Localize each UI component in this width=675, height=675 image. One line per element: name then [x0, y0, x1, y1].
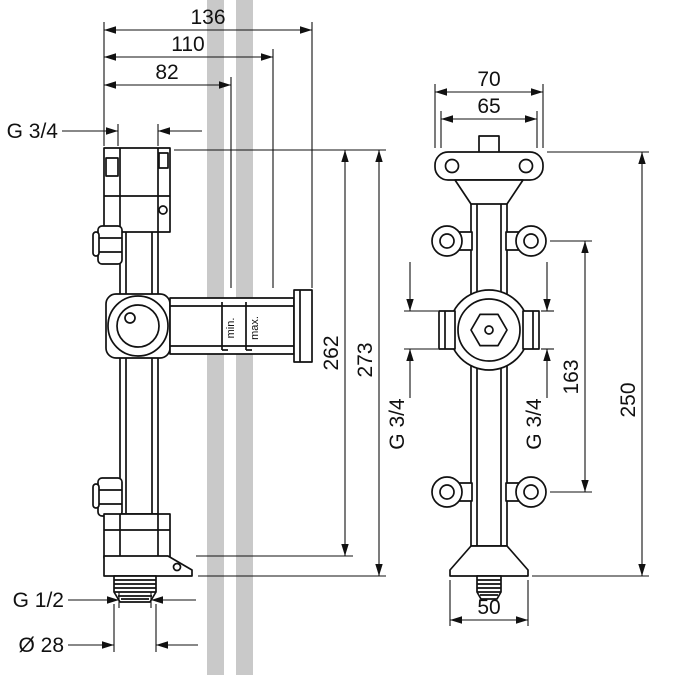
side-bottom-bracket	[103, 513, 193, 577]
dim-hole-spacing-label: 163	[560, 359, 583, 394]
dim-height-body: 262	[174, 149, 386, 557]
side-clip-lower	[92, 477, 123, 517]
ear-hole	[439, 233, 455, 249]
side-cartridge	[169, 297, 295, 355]
dim-width-bracket-inner: 65	[440, 95, 538, 148]
clip-lip	[92, 231, 100, 257]
dim-width-overall: 136	[103, 6, 313, 288]
dim-height-overall-label: 273	[354, 342, 377, 377]
valve-center-hole	[484, 325, 494, 335]
dim-thread-port-left: G 3/4	[386, 262, 438, 450]
valve-detail-hole	[124, 312, 136, 324]
bracket-neck	[454, 179, 524, 205]
ear-hole	[523, 233, 539, 249]
screw-hole	[444, 158, 460, 174]
clip-body	[97, 225, 123, 265]
ear-hole	[523, 484, 539, 500]
ear-hole	[439, 484, 455, 500]
screw-hole	[158, 205, 168, 215]
front-port-right	[522, 310, 540, 350]
thread-lines	[477, 579, 501, 596]
side-clip-upper	[92, 225, 123, 265]
foot-skirt	[449, 545, 529, 577]
front-foot	[449, 545, 529, 600]
dim-width-foot: 50	[449, 580, 529, 626]
dim-thread-bottom: G 1/2	[13, 589, 196, 612]
dimensions-front-view: 70 65 G 3/4 G 3/4 163	[386, 68, 649, 626]
dim-hole-spacing: 163	[550, 240, 592, 493]
dim-height-overall: 273	[198, 150, 386, 577]
thread-port-right-label: G 3/4	[523, 398, 546, 450]
dim-width-mid-label: 110	[171, 33, 204, 56]
dim-width-foot-label: 50	[477, 596, 500, 619]
thread-port-left-label: G 3/4	[386, 398, 409, 450]
dim-width-bracket-outer: 70	[434, 68, 544, 148]
cartridge-min-label: min.	[225, 318, 237, 339]
dim-width-mid: 110	[104, 33, 274, 288]
side-cartridge-cap	[293, 289, 313, 363]
screw-hole	[172, 562, 182, 572]
bracket-tab	[105, 157, 119, 177]
side-threaded-tail	[113, 575, 157, 603]
front-port-left	[438, 310, 456, 350]
thread-lines	[114, 579, 156, 600]
dim-width-wall: 82	[104, 61, 232, 288]
dim-thread-top: G 3/4	[7, 120, 202, 146]
bracket-foot	[103, 555, 193, 577]
side-top-bracket	[103, 147, 171, 233]
screw-hole	[518, 158, 534, 174]
front-view	[431, 135, 547, 600]
front-ear-lower-left	[431, 476, 473, 508]
thread-bottom-label: G 1/2	[13, 589, 64, 612]
clip-lip	[92, 483, 100, 509]
bracket-tab	[158, 152, 169, 169]
cartridge-max-label: max.	[249, 316, 261, 340]
thread-top-label: G 3/4	[7, 120, 59, 143]
bracket-plate	[103, 513, 171, 559]
valve-boss-inner	[116, 304, 160, 348]
side-valve	[105, 289, 313, 363]
dim-thread-port-right: G 3/4	[523, 262, 554, 450]
front-ear-lower-right	[505, 476, 547, 508]
dim-height-mounting: 250	[532, 151, 649, 577]
clip-body	[97, 477, 123, 517]
front-top-bracket	[434, 151, 544, 205]
side-view: min. max.	[92, 147, 313, 603]
dim-height-body-label: 262	[320, 335, 343, 370]
dim-width-bracket-outer-label: 70	[477, 68, 500, 91]
dim-height-mounting-label: 250	[617, 382, 640, 417]
dimensions-side-view: 136 110 82 G 3/4 262 273	[7, 6, 386, 657]
front-valve	[438, 289, 540, 371]
dim-width-overall-label: 136	[190, 6, 225, 29]
dim-width-bracket-inner-label: 65	[477, 95, 500, 118]
front-ear-upper-left	[431, 225, 473, 257]
dim-width-wall-label: 82	[155, 61, 178, 84]
front-ear-upper-right	[505, 225, 547, 257]
dim-diameter-bottom: Ø 28	[18, 604, 198, 657]
diameter-bottom-label: Ø 28	[18, 634, 64, 657]
